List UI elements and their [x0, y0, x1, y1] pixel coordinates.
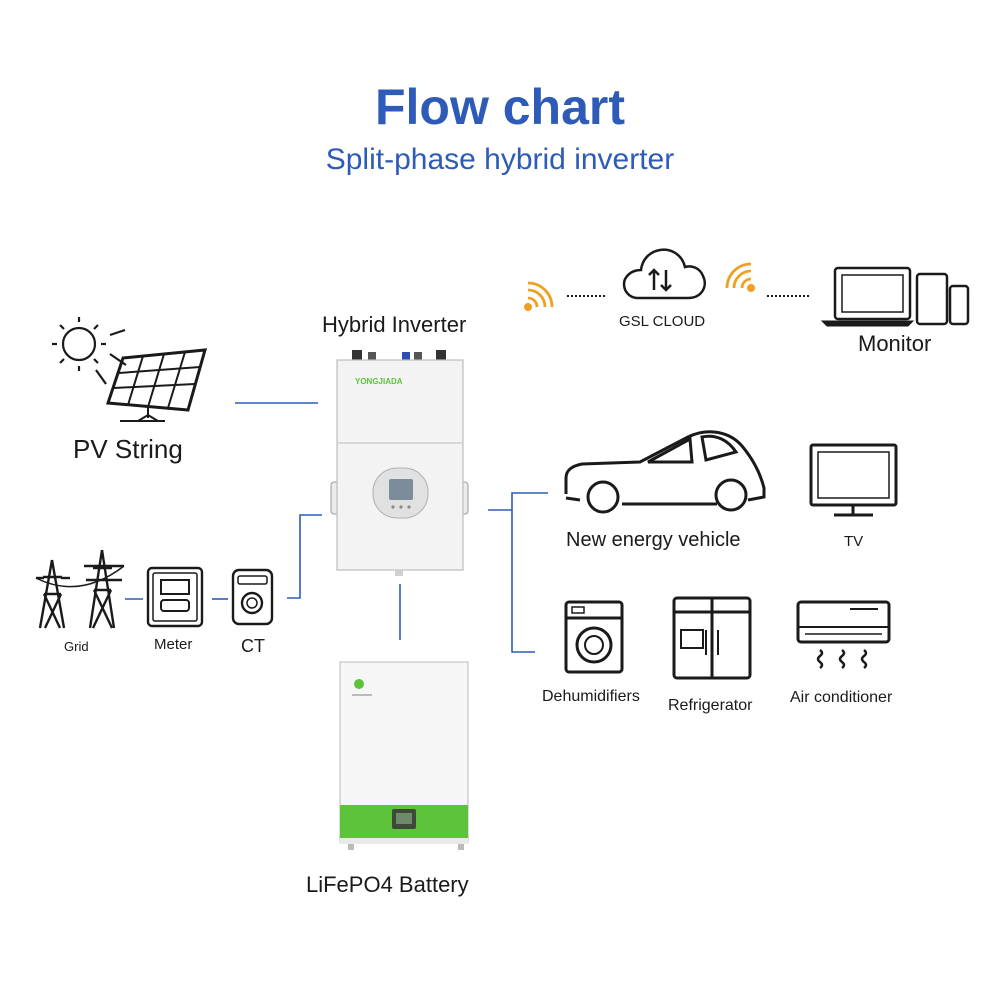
monitor-label: Monitor	[858, 331, 932, 356]
grid-label: Grid	[64, 639, 89, 654]
devices-icon	[820, 266, 970, 327]
page-subtitle: Split-phase hybrid inverter	[325, 143, 675, 176]
ct-label: CT	[241, 636, 265, 656]
car-icon	[564, 430, 766, 514]
pv-string-label: PV String	[73, 434, 183, 464]
tv-icon	[809, 443, 898, 517]
inverter-brand-label: YONGJIADA	[355, 377, 403, 386]
meter-label: Meter	[154, 636, 193, 653]
air-conditioner-label: Air conditioner	[790, 689, 893, 706]
wifi-right-icon	[725, 262, 755, 292]
meter-icon	[146, 566, 204, 628]
battery-label: LiFePO4 Battery	[306, 872, 469, 897]
inverter-loads-connector	[488, 492, 548, 511]
dehumidifiers-label: Dehumidifiers	[542, 688, 640, 705]
cloud-icon	[622, 248, 706, 300]
air-conditioner-icon	[796, 600, 891, 669]
grid-tower-icon	[35, 549, 125, 629]
ev-label: New energy vehicle	[566, 529, 741, 551]
hybrid-inverter-device	[330, 350, 469, 576]
connectors	[125, 402, 548, 653]
battery-device	[339, 661, 469, 850]
tv-label: TV	[844, 533, 864, 550]
gsl-cloud-label: GSL CLOUD	[619, 313, 706, 330]
loads-branch-connector	[511, 510, 535, 653]
hybrid-inverter-label: Hybrid Inverter	[322, 312, 467, 337]
ct-icon	[231, 568, 274, 626]
refrigerator-icon	[672, 596, 752, 680]
refrigerator-label: Refrigerator	[668, 697, 753, 714]
solar-panel-icon	[105, 348, 208, 422]
page-title: Flow chart	[374, 79, 626, 135]
dehumidifier-icon	[564, 600, 624, 674]
wifi-left-icon	[524, 281, 554, 311]
grid-inverter-connector	[287, 514, 322, 599]
sun-icon	[52, 317, 127, 385]
